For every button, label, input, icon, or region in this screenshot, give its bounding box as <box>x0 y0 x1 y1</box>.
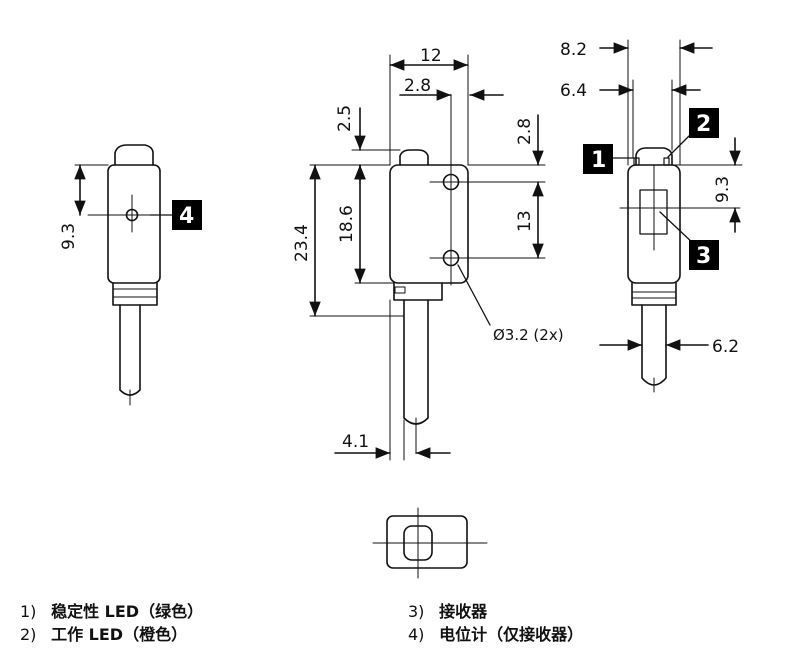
dim-side-led-height: 9.3 <box>59 223 79 250</box>
dim-right-width-outer: 8.2 <box>560 40 587 60</box>
callout-2-label: 2 <box>696 112 711 137</box>
front-view <box>309 54 546 461</box>
dim-right-cable-width: 6.2 <box>712 337 739 357</box>
dim-hole-spacing: 13 <box>515 210 535 232</box>
callout-3-label: 3 <box>696 244 711 269</box>
dim-cable-offset: 4.1 <box>342 432 369 452</box>
legend-item-text: 稳定性 LED（绿色） <box>51 602 204 621</box>
bottom-view <box>372 507 488 579</box>
legend-item-number: 3) <box>408 602 425 621</box>
dim-hole-top-offset: 2.8 <box>515 118 535 145</box>
legend-item-1: 1) 稳定性 LED（绿色） <box>20 598 203 622</box>
dim-right-height: 9.3 <box>713 176 733 203</box>
dim-height-body: 18.6 <box>337 205 357 243</box>
legend-item-4: 4) 电位计（仅接收器） <box>408 621 583 645</box>
callout-3: 3 <box>689 240 719 270</box>
legend-item-3: 3) 接收器 <box>408 598 487 622</box>
legend-item-2: 2) 工作 LED（橙色） <box>20 621 187 645</box>
callout-2: 2 <box>689 108 719 138</box>
callout-1-label: 1 <box>591 148 606 173</box>
callout-4: 4 <box>172 200 202 230</box>
callout-1: 1 <box>583 144 613 174</box>
rear-view <box>599 39 743 393</box>
callout-4-label: 4 <box>179 204 194 229</box>
dim-top-step: 2.5 <box>335 105 355 132</box>
legend-item-number: 1) <box>20 602 37 621</box>
legend-item-text: 电位计（仅接收器） <box>439 625 584 644</box>
legend-item-text: 接收器 <box>439 602 488 621</box>
legend-item-number: 4) <box>408 625 425 644</box>
dim-width-top: 12 <box>420 46 442 66</box>
dim-hole-diameter: Ø3.2 (2x) <box>493 326 564 344</box>
legend-item-text: 工作 LED（橙色） <box>51 625 188 644</box>
legend-item-number: 2) <box>20 625 37 644</box>
dim-height-total: 23.4 <box>292 224 312 262</box>
dim-offset-top: 2.8 <box>404 76 431 96</box>
left-side-view <box>74 144 173 406</box>
dim-right-width-inner: 6.4 <box>560 81 587 101</box>
dimension-labels: 12 2.8 2.5 23.4 18.6 2.8 13 Ø3.2 (2x) 4.… <box>59 40 739 452</box>
